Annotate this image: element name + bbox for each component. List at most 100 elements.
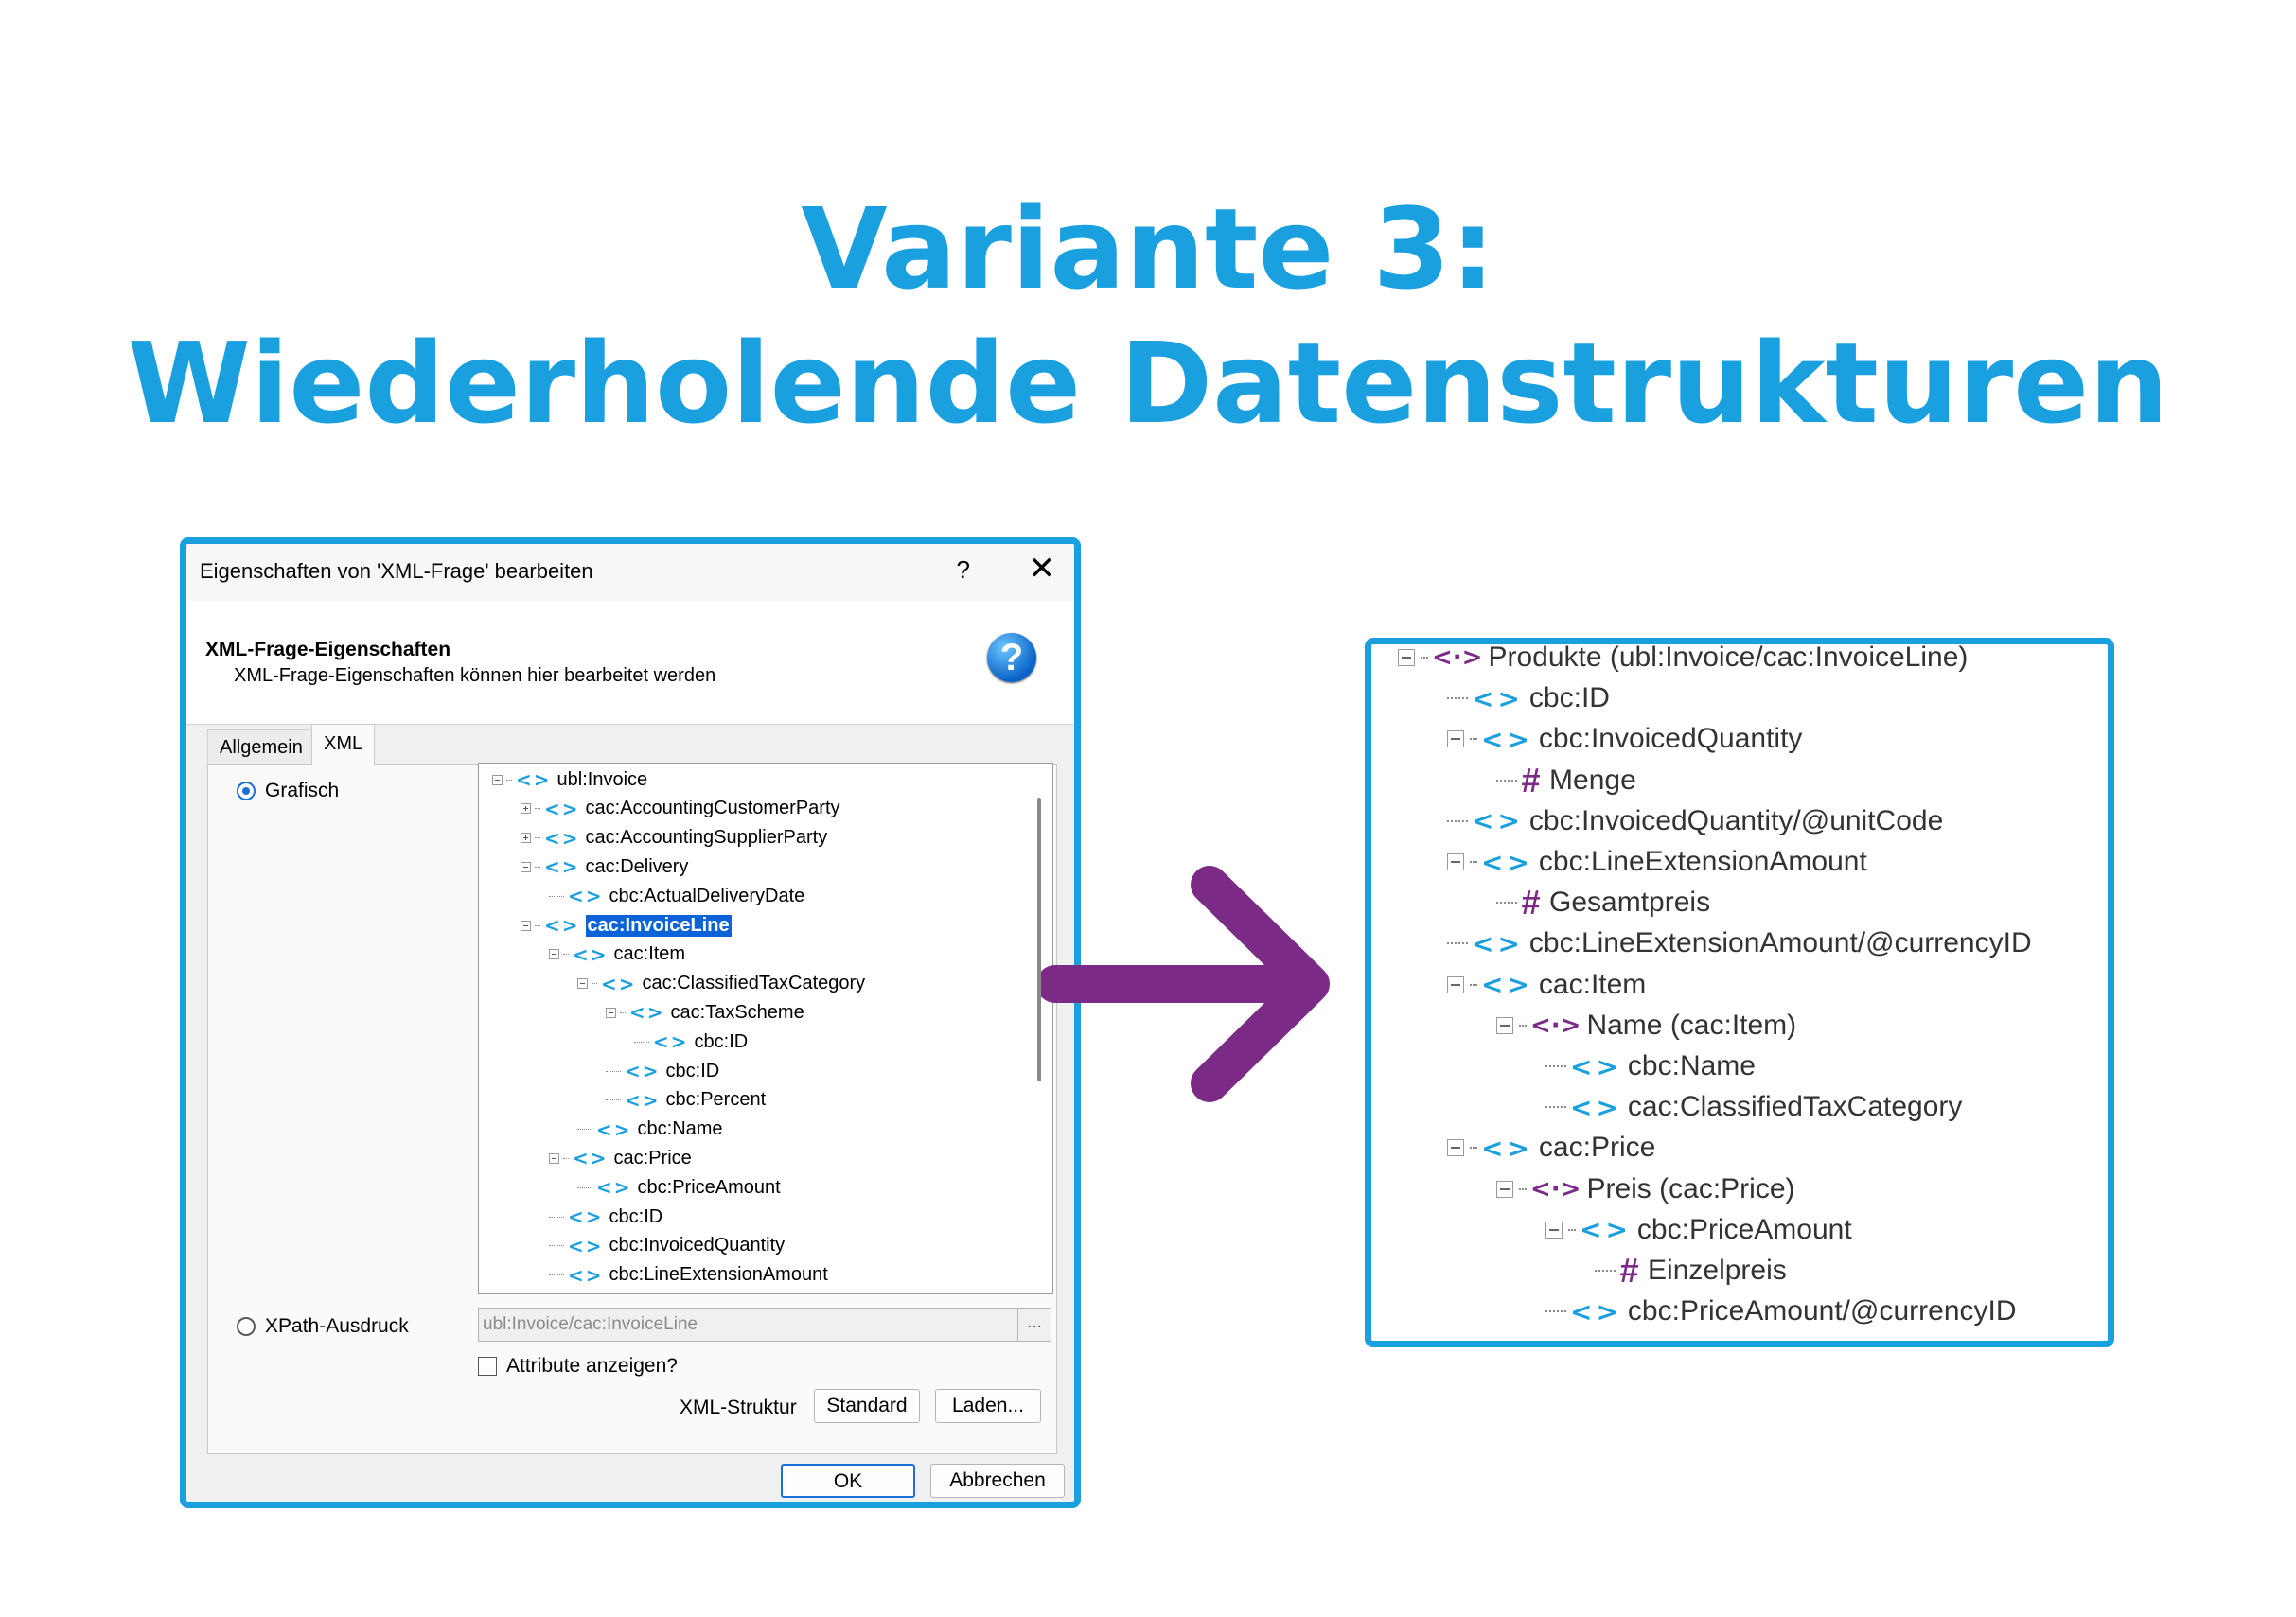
tree-node[interactable]: <>cac:Price	[549, 1144, 692, 1172]
tab-xml[interactable]: XML	[311, 724, 376, 765]
tree-node[interactable]: <>cbc:InvoicedQuantity	[1447, 720, 1802, 758]
tree-node-label: cbc:PriceAmount	[1636, 1213, 1852, 1245]
tree-node[interactable]: <>cbc:ID	[1447, 679, 1610, 717]
tree-node[interactable]: #Einzelpreis	[1595, 1251, 1787, 1290]
tree-node-label: cbc:InvoicedQuantity/@unitCode	[1528, 804, 1944, 836]
xml-element-icon: <>	[1481, 969, 1533, 1001]
collapse-icon[interactable]	[1447, 1139, 1464, 1157]
tree-connector	[577, 1129, 592, 1131]
tree-node[interactable]: <>cbc:Percent	[606, 1086, 766, 1115]
ok-button[interactable]: OK	[781, 1464, 915, 1498]
collapse-icon[interactable]	[549, 949, 559, 960]
radio-xpath-indicator[interactable]	[237, 1317, 256, 1336]
tree-scrollbar[interactable]	[1037, 798, 1041, 1081]
tree-node[interactable]: <>cbc:ID	[634, 1028, 748, 1056]
xpath-input[interactable]: ubl:Invoice/cac:InvoiceLine ...	[478, 1308, 1051, 1342]
tree-node[interactable]: #Gesamtpreis	[1496, 883, 1710, 922]
xml-element-icon: <>	[1570, 1050, 1622, 1082]
load-button[interactable]: Laden...	[935, 1389, 1041, 1423]
collapse-icon[interactable]	[549, 1152, 559, 1164]
tree-connector	[1496, 779, 1517, 782]
collapse-icon[interactable]	[1447, 975, 1464, 993]
expand-icon[interactable]	[521, 833, 531, 844]
xml-structure-tree[interactable]: <>ubl:Invoice<>cac:AccountingCustomerPar…	[478, 763, 1053, 1294]
tree-node[interactable]: <·>Name (cac:Item)	[1496, 1007, 1796, 1045]
tree-node[interactable]: <>cac:Item	[1447, 966, 1646, 1004]
tree-node[interactable]: <>cbc:ID	[606, 1057, 719, 1085]
tree-node[interactable]: <>ubl:Invoice	[492, 765, 647, 794]
tree-node[interactable]: <>cbc:Name	[577, 1116, 723, 1144]
tree-node[interactable]: <>cac:ClassifiedTaxCategory	[577, 970, 865, 998]
tree-node[interactable]: <>cbc:ActualDeliveryDate	[549, 882, 804, 910]
show-attributes-box[interactable]	[478, 1357, 497, 1376]
tree-node[interactable]: <>cbc:LineExtensionAmount	[1447, 843, 1867, 881]
expand-icon[interactable]	[521, 803, 531, 815]
tree-node-label: cac:AccountingCustomerParty	[585, 798, 840, 819]
collapse-icon[interactable]	[1496, 1180, 1513, 1198]
collapse-icon[interactable]	[1447, 730, 1464, 748]
tree-node-label: cac:AccountingSupplierParty	[585, 827, 828, 849]
tree-node-label: Preis (cac:Price)	[1586, 1172, 1795, 1204]
right-arrow-icon	[1041, 866, 1330, 1102]
tree-connector	[549, 1245, 564, 1247]
titlebar-help-button[interactable]: ?	[956, 555, 970, 584]
xml-element-icon: <>	[1472, 682, 1524, 714]
tree-node[interactable]: <·>Produkte (ubl:Invoice/cac:InvoiceLine…	[1398, 644, 1968, 677]
tree-node[interactable]: <>cac:AccountingSupplierParty	[521, 824, 827, 852]
tree-node[interactable]: <>cbc:LineExtensionAmount	[549, 1261, 828, 1290]
radio-grafisch-indicator[interactable]	[237, 782, 256, 800]
tree-node[interactable]: <>cac:Item	[549, 940, 685, 969]
tree-node-label: Menge	[1549, 764, 1636, 796]
radio-grafisch[interactable]: Grafisch	[237, 780, 339, 802]
show-attributes-checkbox[interactable]: Attribute anzeigen?	[478, 1355, 678, 1378]
tree-node[interactable]: <>cac:Price	[1447, 1129, 1655, 1167]
tree-node[interactable]: <>cbc:PriceAmount/@currencyID	[1545, 1292, 2017, 1330]
xml-element-icon: <>	[596, 1117, 632, 1141]
header-subtitle: XML-Frage-Eigenschaften können hier bear…	[234, 665, 716, 686]
tree-node-label: Einzelpreis	[1648, 1255, 1787, 1286]
cancel-button[interactable]: Abbrechen	[930, 1464, 1065, 1498]
tree-node-label: cbc:ActualDeliveryDate	[609, 885, 805, 906]
tree-node-label: cac:ClassifiedTaxCategory	[1627, 1091, 1963, 1123]
tree-node[interactable]: <>cac:TaxScheme	[606, 998, 804, 1027]
tree-node[interactable]: <>cbc:PriceAmount	[1545, 1211, 1852, 1249]
tree-node[interactable]: <>cac:AccountingCustomerParty	[521, 795, 840, 823]
xml-element-icon: <>	[544, 914, 580, 937]
tree-node-label: cbc:Percent	[665, 1089, 767, 1111]
collapse-icon[interactable]	[606, 1007, 616, 1018]
tree-node[interactable]: <>cbc:PriceAmount	[577, 1173, 781, 1202]
close-icon[interactable]: ✕	[1028, 551, 1056, 587]
xml-element-icon: <>	[625, 1060, 661, 1082]
tree-node[interactable]: <>cac:Delivery	[521, 852, 688, 881]
help-icon[interactable]: ?	[987, 633, 1036, 682]
tree-node[interactable]: <>cbc:InvoicedQuantity	[549, 1232, 785, 1260]
collapse-icon[interactable]	[1496, 1016, 1513, 1034]
collapse-icon[interactable]	[1447, 853, 1464, 870]
tree-node[interactable]: #Menge	[1496, 761, 1636, 800]
collapse-icon[interactable]	[521, 920, 531, 931]
group-node-icon: <·>	[1530, 1174, 1581, 1204]
standard-button[interactable]: Standard	[814, 1389, 920, 1423]
collapse-icon[interactable]	[521, 861, 531, 872]
tree-node[interactable]: <>cac:ClassifiedTaxCategory	[1545, 1088, 1962, 1126]
tree-node[interactable]: <·>Preis (cac:Price)	[1496, 1170, 1795, 1208]
tree-node[interactable]: <>cbc:Name	[1545, 1047, 1756, 1085]
tree-connector	[535, 808, 540, 810]
tree-node[interactable]: <>cbc:ID	[549, 1203, 662, 1231]
tree-node[interactable]: <>cbc:InvoicedQuantity/@unitCode	[1447, 802, 1943, 840]
collapse-icon[interactable]	[577, 978, 588, 990]
tree-connector	[1447, 942, 1468, 945]
tree-node-label: cac:TaxScheme	[670, 1001, 804, 1023]
xml-element-icon: <>	[596, 1176, 632, 1200]
tab-allgemein[interactable]: Allgemein	[207, 729, 315, 765]
xpath-browse-button[interactable]: ...	[1017, 1309, 1051, 1341]
collapse-icon[interactable]	[1398, 649, 1415, 666]
collapse-icon[interactable]	[1545, 1221, 1563, 1239]
collapse-icon[interactable]	[492, 774, 503, 785]
tree-node[interactable]: <>cbc:LineExtensionAmount/@currencyID	[1447, 924, 2032, 962]
tree-node-label: ubl:Invoice	[556, 768, 648, 790]
xml-element-icon: <>	[568, 1263, 604, 1287]
radio-xpath[interactable]: XPath-Ausdruck	[237, 1315, 409, 1338]
tree-node[interactable]: <>cac:InvoiceLine	[521, 911, 732, 940]
xml-element-icon: <>	[1481, 1132, 1533, 1164]
